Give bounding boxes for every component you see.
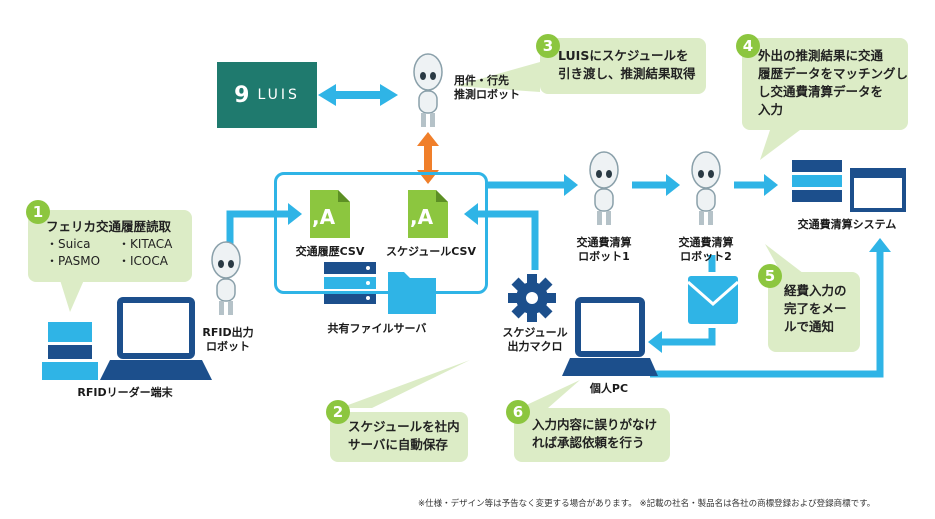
history-csv-glyph: ,A (312, 205, 336, 229)
rfid-terminal-icon (42, 297, 212, 380)
luis-robot-arrow (318, 84, 398, 106)
callout-3: LUISにスケジュールを 引き渡し、推測結果取得 (540, 38, 706, 94)
callout4-pointer (760, 130, 800, 160)
card-pasmo: ・PASMO (46, 254, 101, 268)
macro-to-csv-arrow (476, 210, 539, 270)
history-csv-label: 交通履歴CSV (295, 245, 365, 258)
server-icon (324, 262, 376, 304)
rfid-robot-label: RFID出力 ロボット (202, 326, 254, 353)
callout-2: スケジュールを社内 サーバに自動保存 (330, 412, 468, 462)
robot-expense1-icon (589, 151, 619, 225)
step-5-badge: 5 (758, 264, 782, 288)
gear-icon (508, 274, 556, 322)
personal-pc-label: 個人PC (589, 382, 629, 395)
robot2-label: 交通費清算 ロボット2 (678, 236, 734, 263)
callout-6: 入力内容に誤りがなけ れば承認依頼を行う (514, 408, 670, 462)
robot-schedule-icon (413, 53, 443, 127)
macro-label: スケジュール 出力マクロ (502, 326, 568, 353)
file-server-label: 共有ファイルサーバ (327, 322, 427, 335)
callout3-pointer (455, 62, 540, 92)
history-csv-icon (310, 190, 350, 238)
luis-word: LUIS (257, 87, 300, 103)
schedule-csv-glyph: ,A (410, 205, 434, 229)
step-6-badge: 6 (506, 400, 530, 424)
callout6-pointer (520, 380, 580, 408)
robot-rfid-icon (211, 241, 241, 315)
step-2-badge: 2 (326, 400, 350, 424)
rfid-terminal-label: RFIDリーダー端末 (77, 386, 173, 399)
callout-4: 外出の推測結果に交通 履歴データをマッチングし し交通費清算データを 入力 (742, 38, 908, 130)
card-kitaca: ・KITACA (118, 237, 173, 251)
expense-system-icon (792, 160, 906, 212)
luis-logo: 9 LUIS (217, 62, 317, 128)
rfid-to-csv-arrow (226, 210, 290, 250)
robot1-label: 交通費清算 ロボット1 (576, 236, 632, 263)
robot-expense2-icon (691, 151, 721, 225)
shared-folder-frame (274, 172, 488, 294)
mail-icon (687, 276, 739, 324)
callout2-pointer (340, 360, 470, 408)
step-4-badge: 4 (736, 34, 760, 58)
card-suica: ・Suica (46, 237, 91, 251)
footnote: ※仕様・デザイン等は予告なく変更する場合があります。 ※記載の社名・製品名は各社… (418, 499, 876, 509)
personal-pc-icon (562, 297, 658, 376)
card-icoca: ・ICOCA (118, 254, 168, 268)
callout-5: 経費入力の 完了をメー ルで通知 (768, 272, 860, 352)
schedule-csv-label: スケジュールCSV (386, 245, 476, 258)
expense-system-label: 交通費清算システム (797, 218, 897, 231)
callout-1: フェリカ交通履歴読取 ・Suica ・KITACA ・PASMO ・ICOCA (28, 210, 192, 282)
pc-to-system-arrow (650, 250, 884, 378)
callout-1-title: フェリカ交通履歴読取 (46, 219, 172, 234)
schedule-robot-label: 用件・行先 推測ロボット (454, 74, 520, 101)
mail-to-pc-arrow (660, 328, 716, 346)
step-3-badge: 3 (536, 34, 560, 58)
step-1-badge: 1 (26, 200, 50, 224)
callout5-pointer (765, 244, 812, 280)
callout1-pointer (60, 280, 84, 312)
luis-mark: 9 (234, 82, 250, 108)
schedule-csv-icon (408, 190, 448, 238)
